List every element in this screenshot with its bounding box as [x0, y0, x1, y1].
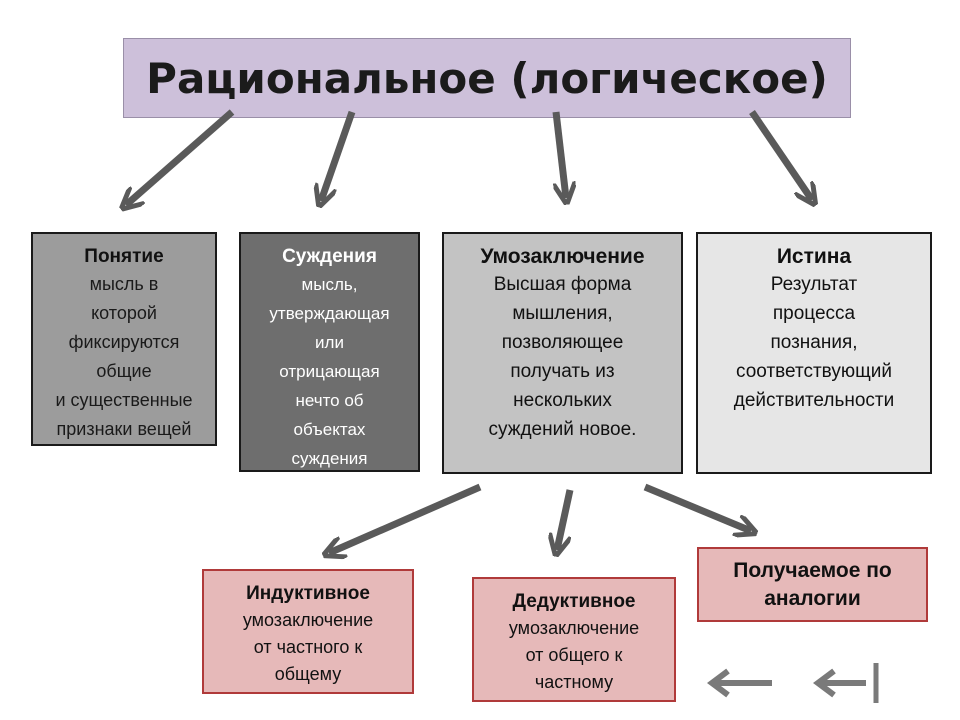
concept-heading: Умозаключение: [480, 245, 645, 268]
first-arrow-icon: [813, 663, 879, 703]
body-line: мысль в: [89, 274, 159, 294]
body-line: утверждающая: [269, 304, 390, 323]
concept-box-ponyatie: Понятие мысль в которой фиксируются общи…: [31, 232, 217, 446]
concept-box-suzhdenia: Суждения мысль, утверждающая или отрицаю…: [239, 232, 420, 472]
concept-body: Результат процесса познания, соответству…: [734, 270, 894, 415]
arrow-to-umozakluchenie: [552, 111, 566, 198]
arrow-to-analogii: [643, 483, 751, 531]
body-line: нескольких: [513, 390, 612, 411]
title-text: Рациональное (логическое): [146, 53, 828, 103]
body-line: признаки вещей: [56, 419, 192, 439]
body-line: общие: [96, 361, 152, 381]
body-line: позволяющее: [501, 332, 624, 353]
body-line: мышления,: [512, 303, 613, 324]
arrow-to-istina: [749, 110, 812, 200]
inference-body: умозаключение от частного к общему: [243, 607, 373, 688]
inference-box-deduktivnoe: Дедуктивное умозаключение от общего к ча…: [472, 577, 676, 702]
inference-heading: Получаемое по аналогии: [733, 558, 892, 610]
prev-arrow-icon: [707, 668, 772, 698]
body-line: Результат: [770, 274, 858, 295]
arrow-to-deduktivnoe: [557, 489, 574, 550]
concept-heading: Истина: [776, 245, 852, 268]
body-line: умозаключение: [508, 618, 640, 638]
concept-heading: Суждения: [282, 246, 377, 267]
title-box: Рациональное (логическое): [123, 38, 851, 118]
body-line: Высшая форма: [493, 274, 632, 295]
body-line: от общего к: [525, 645, 623, 665]
concept-body: мысль в которой фиксируются общие и суще…: [55, 270, 192, 444]
body-line: получать из: [510, 361, 615, 382]
arrow-to-induktivnoe: [329, 483, 482, 553]
body-line: частному: [534, 672, 614, 692]
body-line: процесса: [772, 303, 856, 324]
concept-box-istina: Истина Результат процесса познания, соот…: [696, 232, 932, 474]
body-line: суждений новое.: [488, 419, 637, 440]
body-line: которой: [91, 303, 157, 323]
body-line: или: [315, 333, 344, 352]
inference-heading: Дедуктивное: [512, 591, 636, 612]
body-line: умозаключение: [242, 610, 374, 630]
inference-box-induktivnoe: Индуктивное умозаключение от частного к …: [202, 569, 414, 694]
body-line: мысль,: [301, 275, 358, 294]
body-line: общему: [274, 664, 342, 684]
concept-body: мысль, утверждающая или отрицающая нечто…: [269, 270, 390, 470]
inference-heading: Индуктивное: [246, 583, 370, 604]
inference-box-analogii: Получаемое по аналогии: [697, 547, 928, 622]
body-line: соответствующий: [736, 361, 892, 382]
body-line: от частного к: [253, 637, 363, 657]
body-line: и существенные: [55, 390, 193, 410]
body-line: нечто об: [295, 391, 364, 410]
body-line: познания,: [770, 332, 858, 353]
arrow-to-ponyatie: [126, 109, 235, 205]
nav-arrows: [707, 663, 879, 703]
concept-box-umozakluchenie: Умозаключение Высшая форма мышления, поз…: [442, 232, 683, 474]
concept-heading: Понятие: [84, 246, 164, 267]
inference-body: умозаключение от общего к частному: [509, 615, 639, 696]
concept-body: Высшая форма мышления, позволяющее получ…: [489, 270, 637, 444]
body-line: действительности: [733, 390, 895, 411]
body-line: объектах: [293, 420, 366, 439]
body-line: фиксируются: [68, 332, 180, 352]
body-line: отрицающая: [279, 362, 380, 381]
body-line: суждения: [291, 449, 368, 468]
arrow-to-suzhdenia: [321, 110, 356, 201]
